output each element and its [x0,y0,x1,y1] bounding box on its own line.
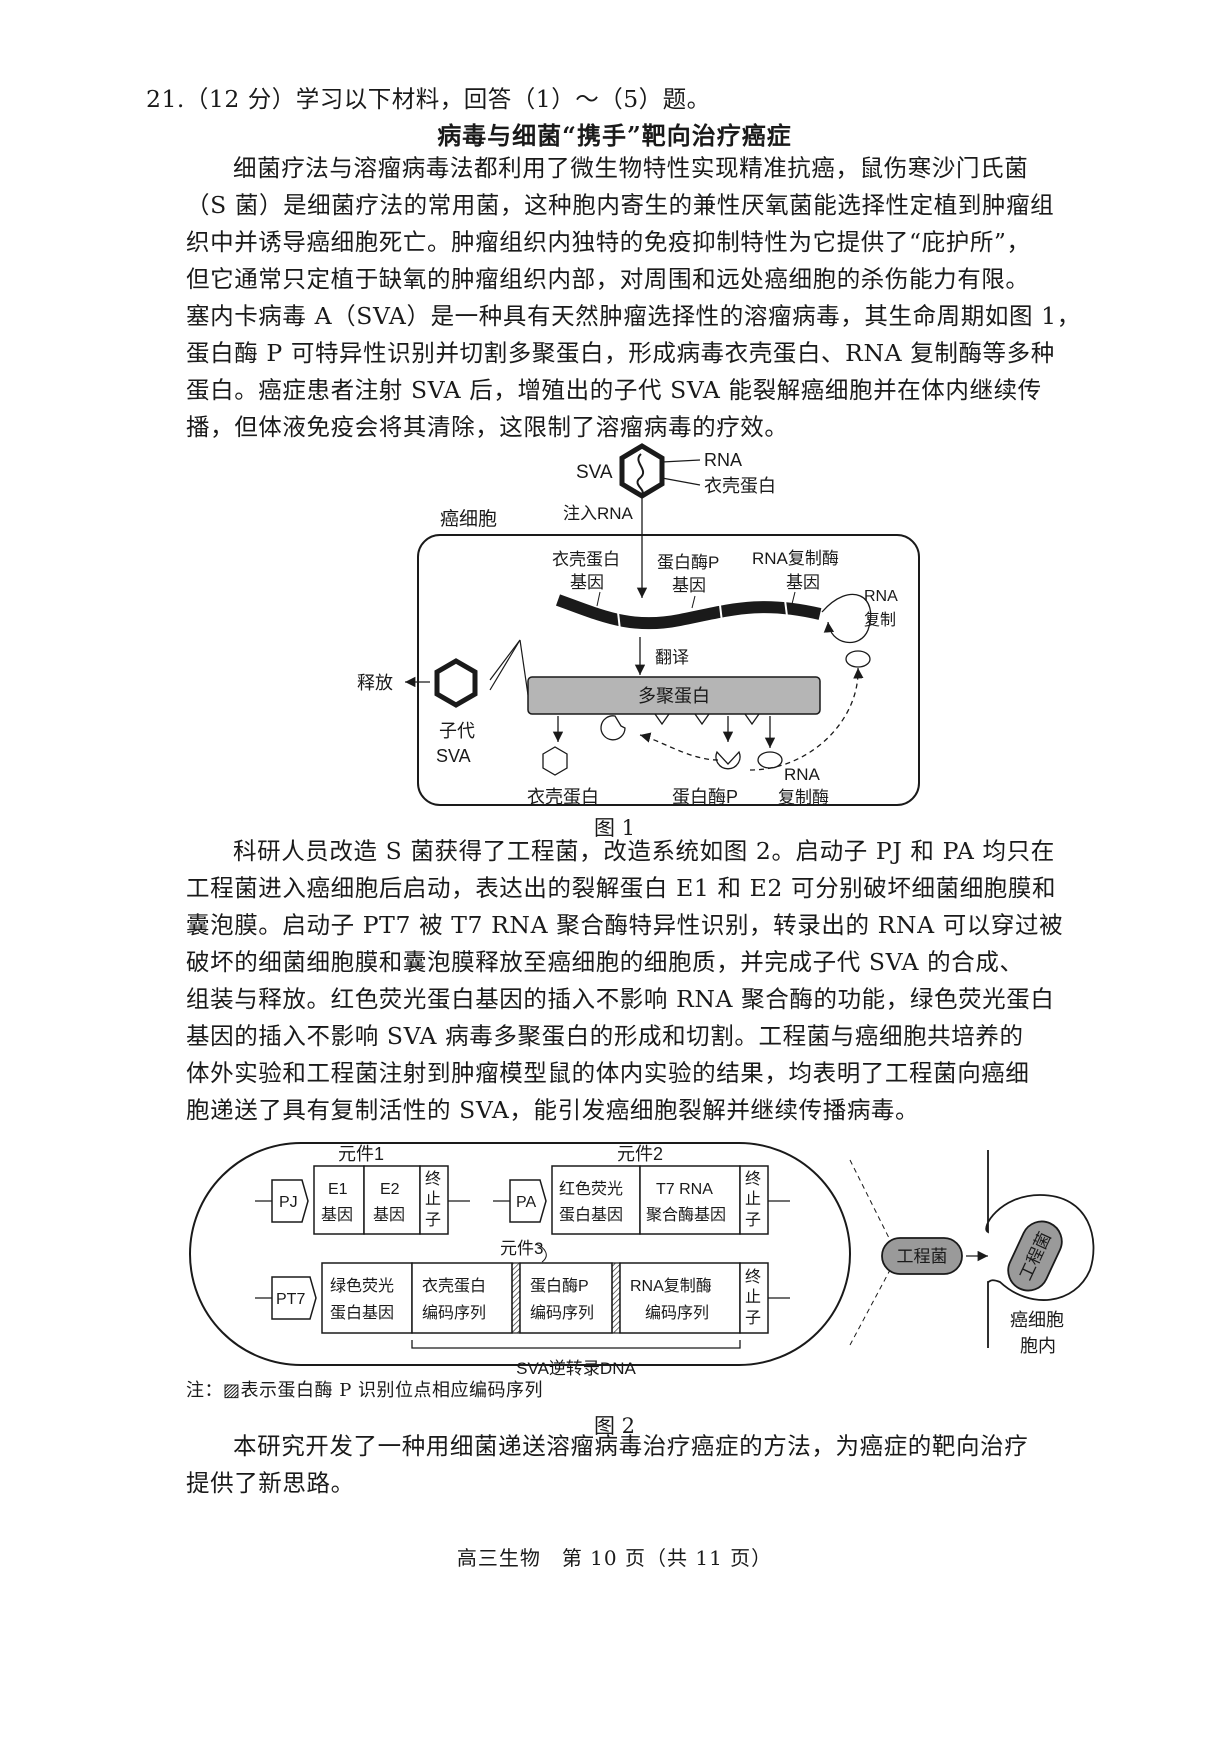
question-header: 21.（12 分）学习以下材料，回答（1）～（5）题。 [146,85,711,113]
p2-line: 囊泡膜。启动子 PT7 被 T7 RNA 聚合酶特异性识别，转录出的 RNA 可… [186,911,1064,939]
capsid-label: 衣壳蛋白 [704,476,776,496]
bottom-capsid-label: 衣壳蛋白 [527,787,599,807]
p2-line: 体外实验和工程菌注射到肿瘤模型鼠的体内实验的结果，均表明了工程菌向癌细 [186,1059,1030,1087]
p1-line: 蛋白酶 P 可特异性识别并切割多聚蛋白，形成病毒衣壳蛋白、RNA 复制酶等多种 [186,339,1055,367]
p2-line: 基因的插入不影响 SVA 病毒多聚蛋白的形成和切割。工程菌与癌细胞共培养的 [186,1022,1024,1050]
paragraph-1: 细菌疗法与溶瘤病毒法都利用了微生物特性实现精准抗癌，鼠伤寒沙门氏菌 （S 菌）是… [186,150,1081,446]
p3-line: 提供了新思路。 [186,1469,355,1497]
gene-protease-label: 蛋白酶P [657,553,719,572]
capsid-protein-hexagon [542,746,568,776]
p2-line: 胞递送了具有复制活性的 SVA，能引发癌细胞裂解并继续传播病毒。 [186,1096,920,1124]
svg-text:基因: 基因 [672,576,706,595]
p2-line: 组装与释放。红色荧光蛋白基因的插入不影响 RNA 聚合酶的功能，绿色荧光蛋白 [186,985,1055,1013]
p1-line: 但它通常只定植于缺氧的肿瘤组织内部，对周围和远处癌细胞的杀伤能力有限。 [186,265,1030,293]
svg-text:基因: 基因 [786,573,820,592]
p1-line: 播，但体液免疫会将其清除，这限制了溶瘤病毒的疗效。 [186,413,789,441]
bottom-rdrp-label: RNA [784,765,821,784]
paragraph-2: 科研人员改造 S 菌获得了工程菌，改造系统如图 2。启动子 PJ 和 PA 均只… [186,833,1063,1129]
svg-text:基因: 基因 [570,573,604,592]
article-title: 病毒与细菌“携手”靶向治疗癌症 [437,121,792,150]
p1-line: 织中并诱导癌细胞死亡。肿瘤组织内独特的免疫抑制特性为它提供了“庇护所”， [186,228,1031,256]
rna-replication-loop [821,593,872,644]
bottom-protease-label: 蛋白酶P [672,787,738,807]
figure-2-caption: 图 2 [593,1414,636,1438]
p1-line: 蛋白。癌症患者注射 SVA 后，增殖出的子代 SVA 能裂解癌细胞并在体内继续传 [186,376,1042,404]
p3-line: 本研究开发了一种用细菌递送溶瘤病毒治疗癌症的方法，为癌症的靶向治疗 [233,1432,1029,1460]
rdrp-shape [757,751,783,769]
p1-line: （S 菌）是细菌疗法的常用菌，这种胞内寄生的兼性厌氧菌能选择性定植到肿瘤组 [186,191,1055,219]
svg-text:复制酶: 复制酶 [778,788,829,807]
cancer-cell-label: 癌细胞 [440,508,497,530]
gene-capsid-label: 衣壳蛋白 [552,550,620,569]
release-label: 释放 [357,673,393,693]
svg-text:SVA: SVA [436,746,471,766]
inject-rna-label: 注入RNA [563,504,634,523]
polyprotein-bar [527,676,821,715]
paragraph-3: 本研究开发了一种用细菌递送溶瘤病毒治疗癌症的方法，为癌症的靶向治疗 提供了新思路… [186,1428,1028,1502]
protease-p-shape [715,750,741,770]
progeny-label: 子代 [439,721,475,741]
progeny-sva-hexagon [434,658,478,708]
rna-label: RNA [704,450,742,470]
p2-line: 科研人员改造 S 菌获得了工程菌，改造系统如图 2。启动子 PJ 和 PA 均只… [233,837,1055,865]
gene-rdrp-label: RNA复制酶 [752,549,839,568]
svg-text:复制: 复制 [864,611,896,629]
p2-line: 破坏的细菌细胞膜和囊泡膜释放至癌细胞的细胞质，并完成子代 SVA 的合成、 [186,948,1024,976]
viral-rna-strand [555,594,822,630]
sva-label: SVA [576,462,613,483]
p1-line: 塞内卡病毒 A（SVA）是一种具有天然肿瘤选择性的溶瘤病毒，其生命周期如图 1， [186,302,1081,330]
figure-1-caption: 图 1 [593,816,636,840]
p1-line: 细菌疗法与溶瘤病毒法都利用了微生物特性实现精准抗癌，鼠伤寒沙门氏菌 [233,154,1029,182]
p2-line: 工程菌进入癌细胞后启动，表达出的裂解蛋白 E1 和 E2 可分别破坏细菌细胞膜和 [186,874,1057,902]
rna-replication-label: RNA [864,588,898,605]
page-footer: 高三生物 第 10 页（共 11 页） [456,1546,773,1570]
sva-virion-shape [619,443,665,499]
sva-rna-squiggle [636,453,645,495]
translate-label: 翻译 [655,648,689,667]
cancer-cell-box [417,534,920,806]
figure-2-note: 注：▨表示蛋白酶 P 识别位点相应编码序列 [186,1380,544,1401]
polyprotein-label: 多聚蛋白 [638,686,710,706]
